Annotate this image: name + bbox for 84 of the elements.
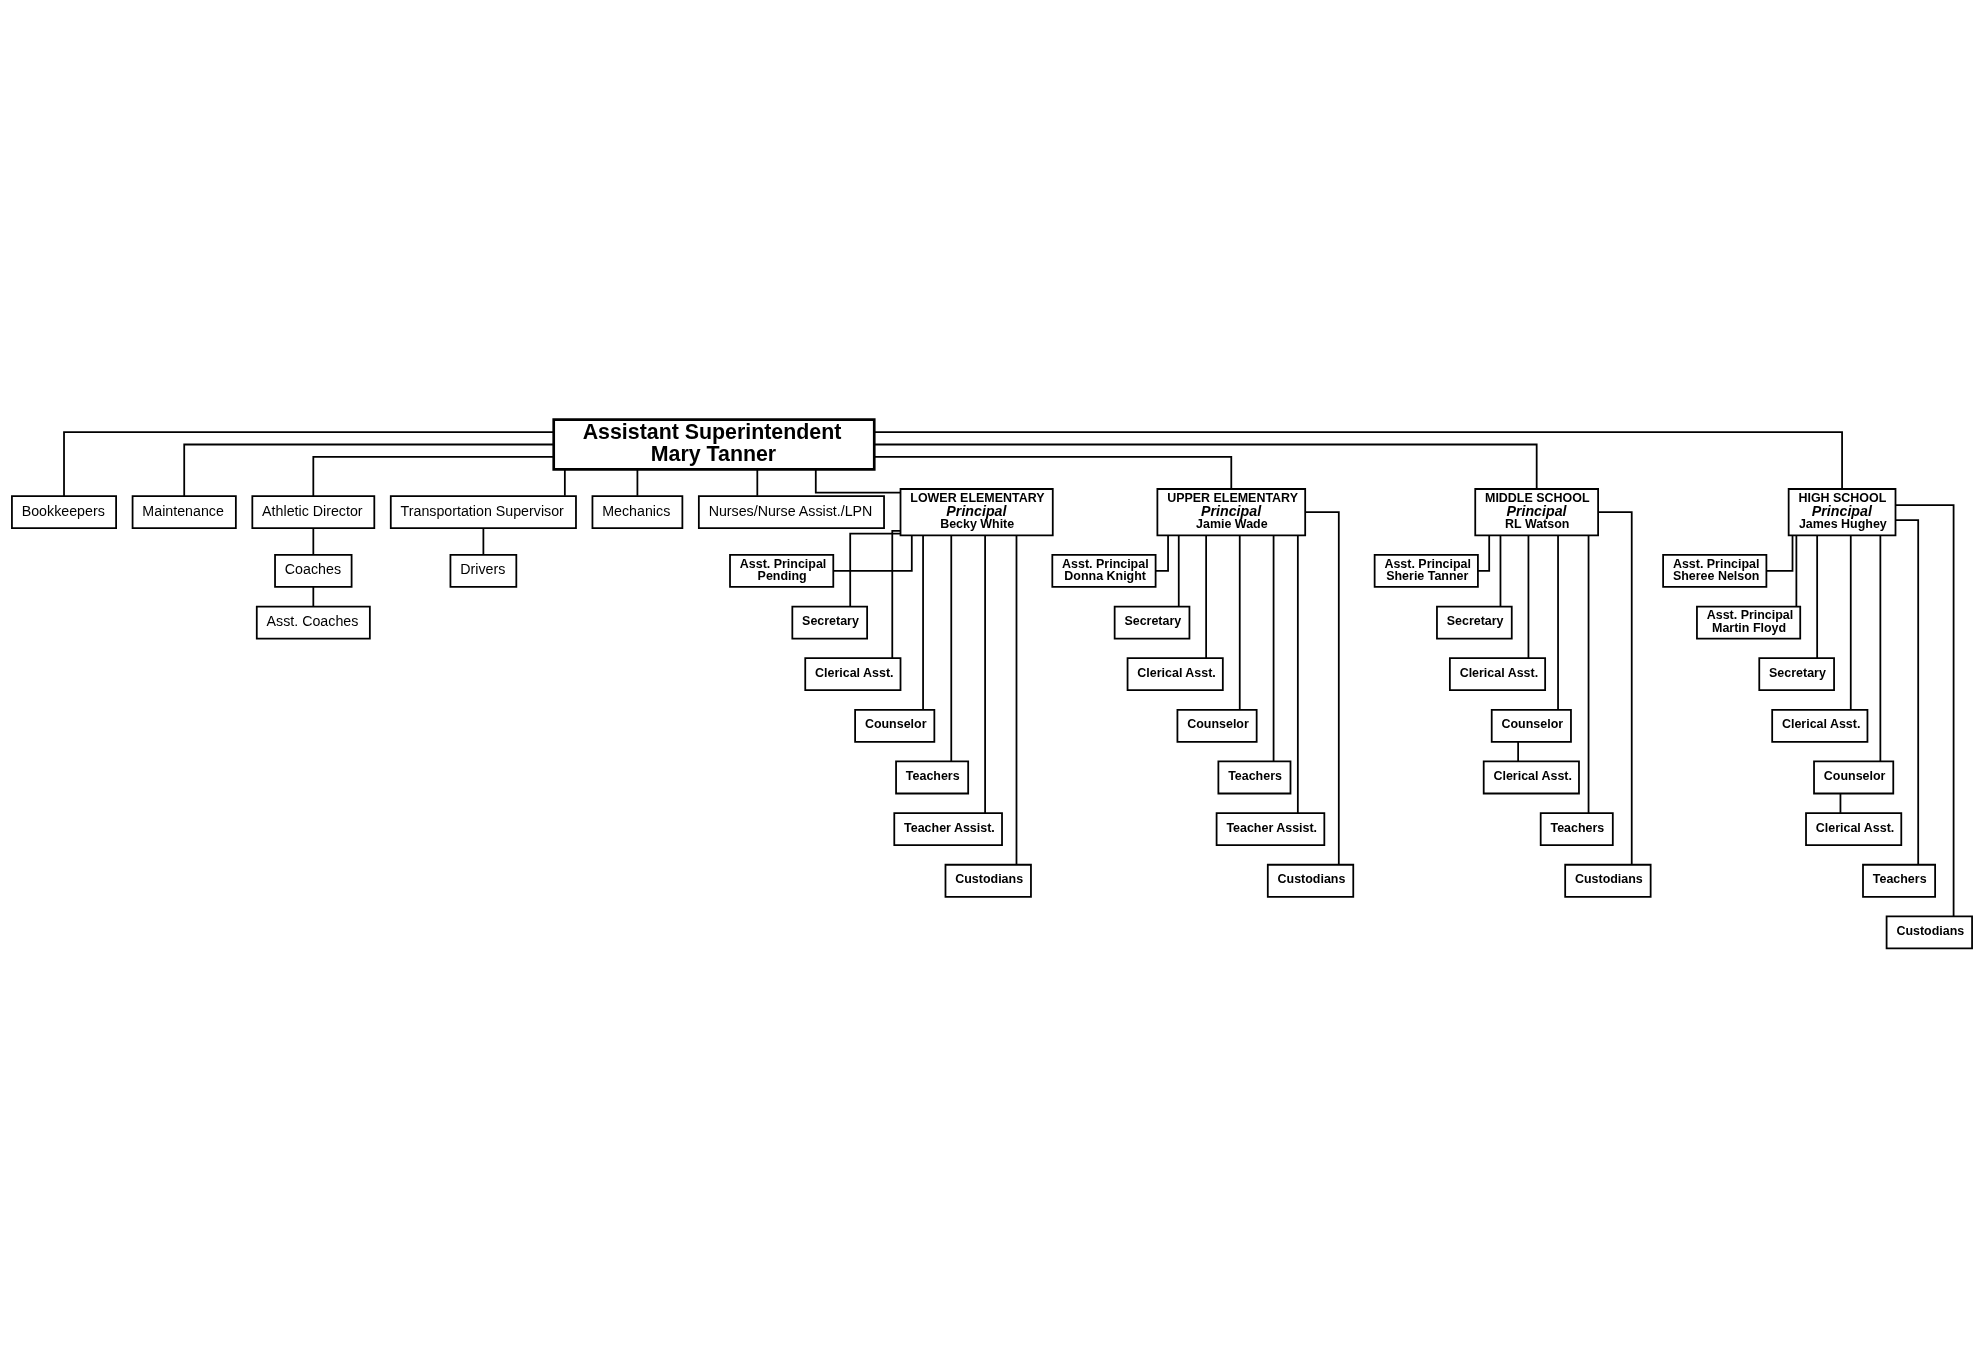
connector (1238, 534, 1241, 711)
connector (922, 534, 924, 711)
connector (183, 443, 555, 497)
connector (1177, 534, 1180, 608)
node-box: Asst. Principal Pending (729, 554, 835, 588)
connector (563, 468, 566, 497)
connector (1304, 511, 1340, 866)
node-box: Clerical Asst. (1126, 657, 1224, 692)
connector (950, 534, 953, 763)
node-box: Asst. Principal Sheree Nelson (1662, 554, 1768, 588)
connector (849, 532, 902, 608)
node-box: Teachers (1862, 863, 1936, 898)
connector (1839, 792, 1842, 814)
node-box: UPPER ELEMENTARY Principal Jamie Wade (1156, 488, 1307, 537)
node-box: Custodians (944, 863, 1032, 898)
node-box: Coaches (274, 554, 353, 588)
connector (1205, 534, 1208, 660)
connector (891, 529, 902, 659)
node-box: Teacher Assist. (1215, 812, 1326, 847)
node-box: Secretary (791, 605, 868, 640)
connector (984, 534, 986, 814)
node-box: Counselor (1813, 760, 1895, 795)
node-box: Custodians (1266, 863, 1355, 898)
connector (873, 443, 1538, 490)
node-box: Counselor (1176, 708, 1258, 743)
node-box: Bookkeepers (11, 495, 117, 530)
node-box: Nurses/Nurse Assist./LPN (697, 495, 885, 530)
connector (636, 468, 639, 497)
node-box: Teacher Assist. (893, 812, 1003, 847)
connector (1879, 534, 1882, 763)
connector (1795, 534, 1798, 608)
connector (1849, 534, 1852, 711)
node-box: Athletic Director (251, 495, 376, 530)
node-box: Custodians (1885, 915, 1973, 950)
node-box: Assistant Superintendent Mary Tanner (552, 418, 876, 471)
connector (873, 431, 1843, 490)
connector (1154, 534, 1169, 572)
connector (1557, 534, 1559, 711)
node-box: Clerical Asst. (1448, 657, 1547, 692)
node-box: Asst. Principal Sherie Tanner (1373, 554, 1479, 588)
connector (1597, 511, 1633, 866)
connector (1272, 534, 1275, 763)
node-box: Drivers (449, 554, 518, 588)
node-box: Custodians (1564, 863, 1652, 898)
node-box: Transportation Supervisor (389, 495, 577, 530)
node-box: Asst. Coaches (255, 605, 371, 640)
connector (873, 456, 1233, 490)
node-box: Clerical Asst. (804, 657, 902, 692)
connector (1587, 534, 1590, 814)
node-box: Maintenance (131, 495, 237, 530)
node-box: Secretary (1113, 605, 1191, 640)
connector (312, 527, 315, 556)
connector (1816, 534, 1819, 660)
node-box: Counselor (1490, 708, 1572, 743)
connector (1894, 519, 1920, 866)
connector (1527, 534, 1530, 660)
node-box: Clerical Asst. (1482, 760, 1580, 795)
connector (1765, 534, 1794, 572)
connector (1296, 534, 1299, 814)
connector (756, 468, 759, 497)
node-box: MIDDLE SCHOOL Principal RL Watson (1474, 488, 1599, 537)
node-box: Clerical Asst. (1771, 708, 1869, 743)
connector (312, 456, 555, 497)
node-box: HIGH SCHOOL Principal James Hughey (1787, 488, 1897, 537)
connector (1517, 741, 1520, 763)
node-box: LOWER ELEMENTARY Principal Becky White (899, 488, 1054, 537)
connector (1015, 534, 1018, 866)
node-box: Mechanics (591, 495, 684, 530)
node-box: Clerical Asst. (1805, 812, 1903, 847)
connector (1477, 534, 1491, 572)
connector (832, 534, 913, 572)
connector (482, 527, 485, 556)
node-box: Teachers (895, 760, 970, 795)
connector (1894, 504, 1955, 918)
node-box: Teachers (1539, 812, 1614, 847)
node-box: Asst. Principal Martin Floyd (1696, 605, 1802, 640)
node-box: Teachers (1217, 760, 1292, 795)
node-box: Asst. Principal Donna Knight (1051, 554, 1157, 588)
connector (1499, 534, 1502, 608)
node-box: Secretary (1436, 605, 1513, 640)
connector (312, 586, 315, 608)
node-box: Secretary (1758, 657, 1835, 692)
connector (63, 431, 555, 497)
node-box: Counselor (854, 708, 936, 743)
